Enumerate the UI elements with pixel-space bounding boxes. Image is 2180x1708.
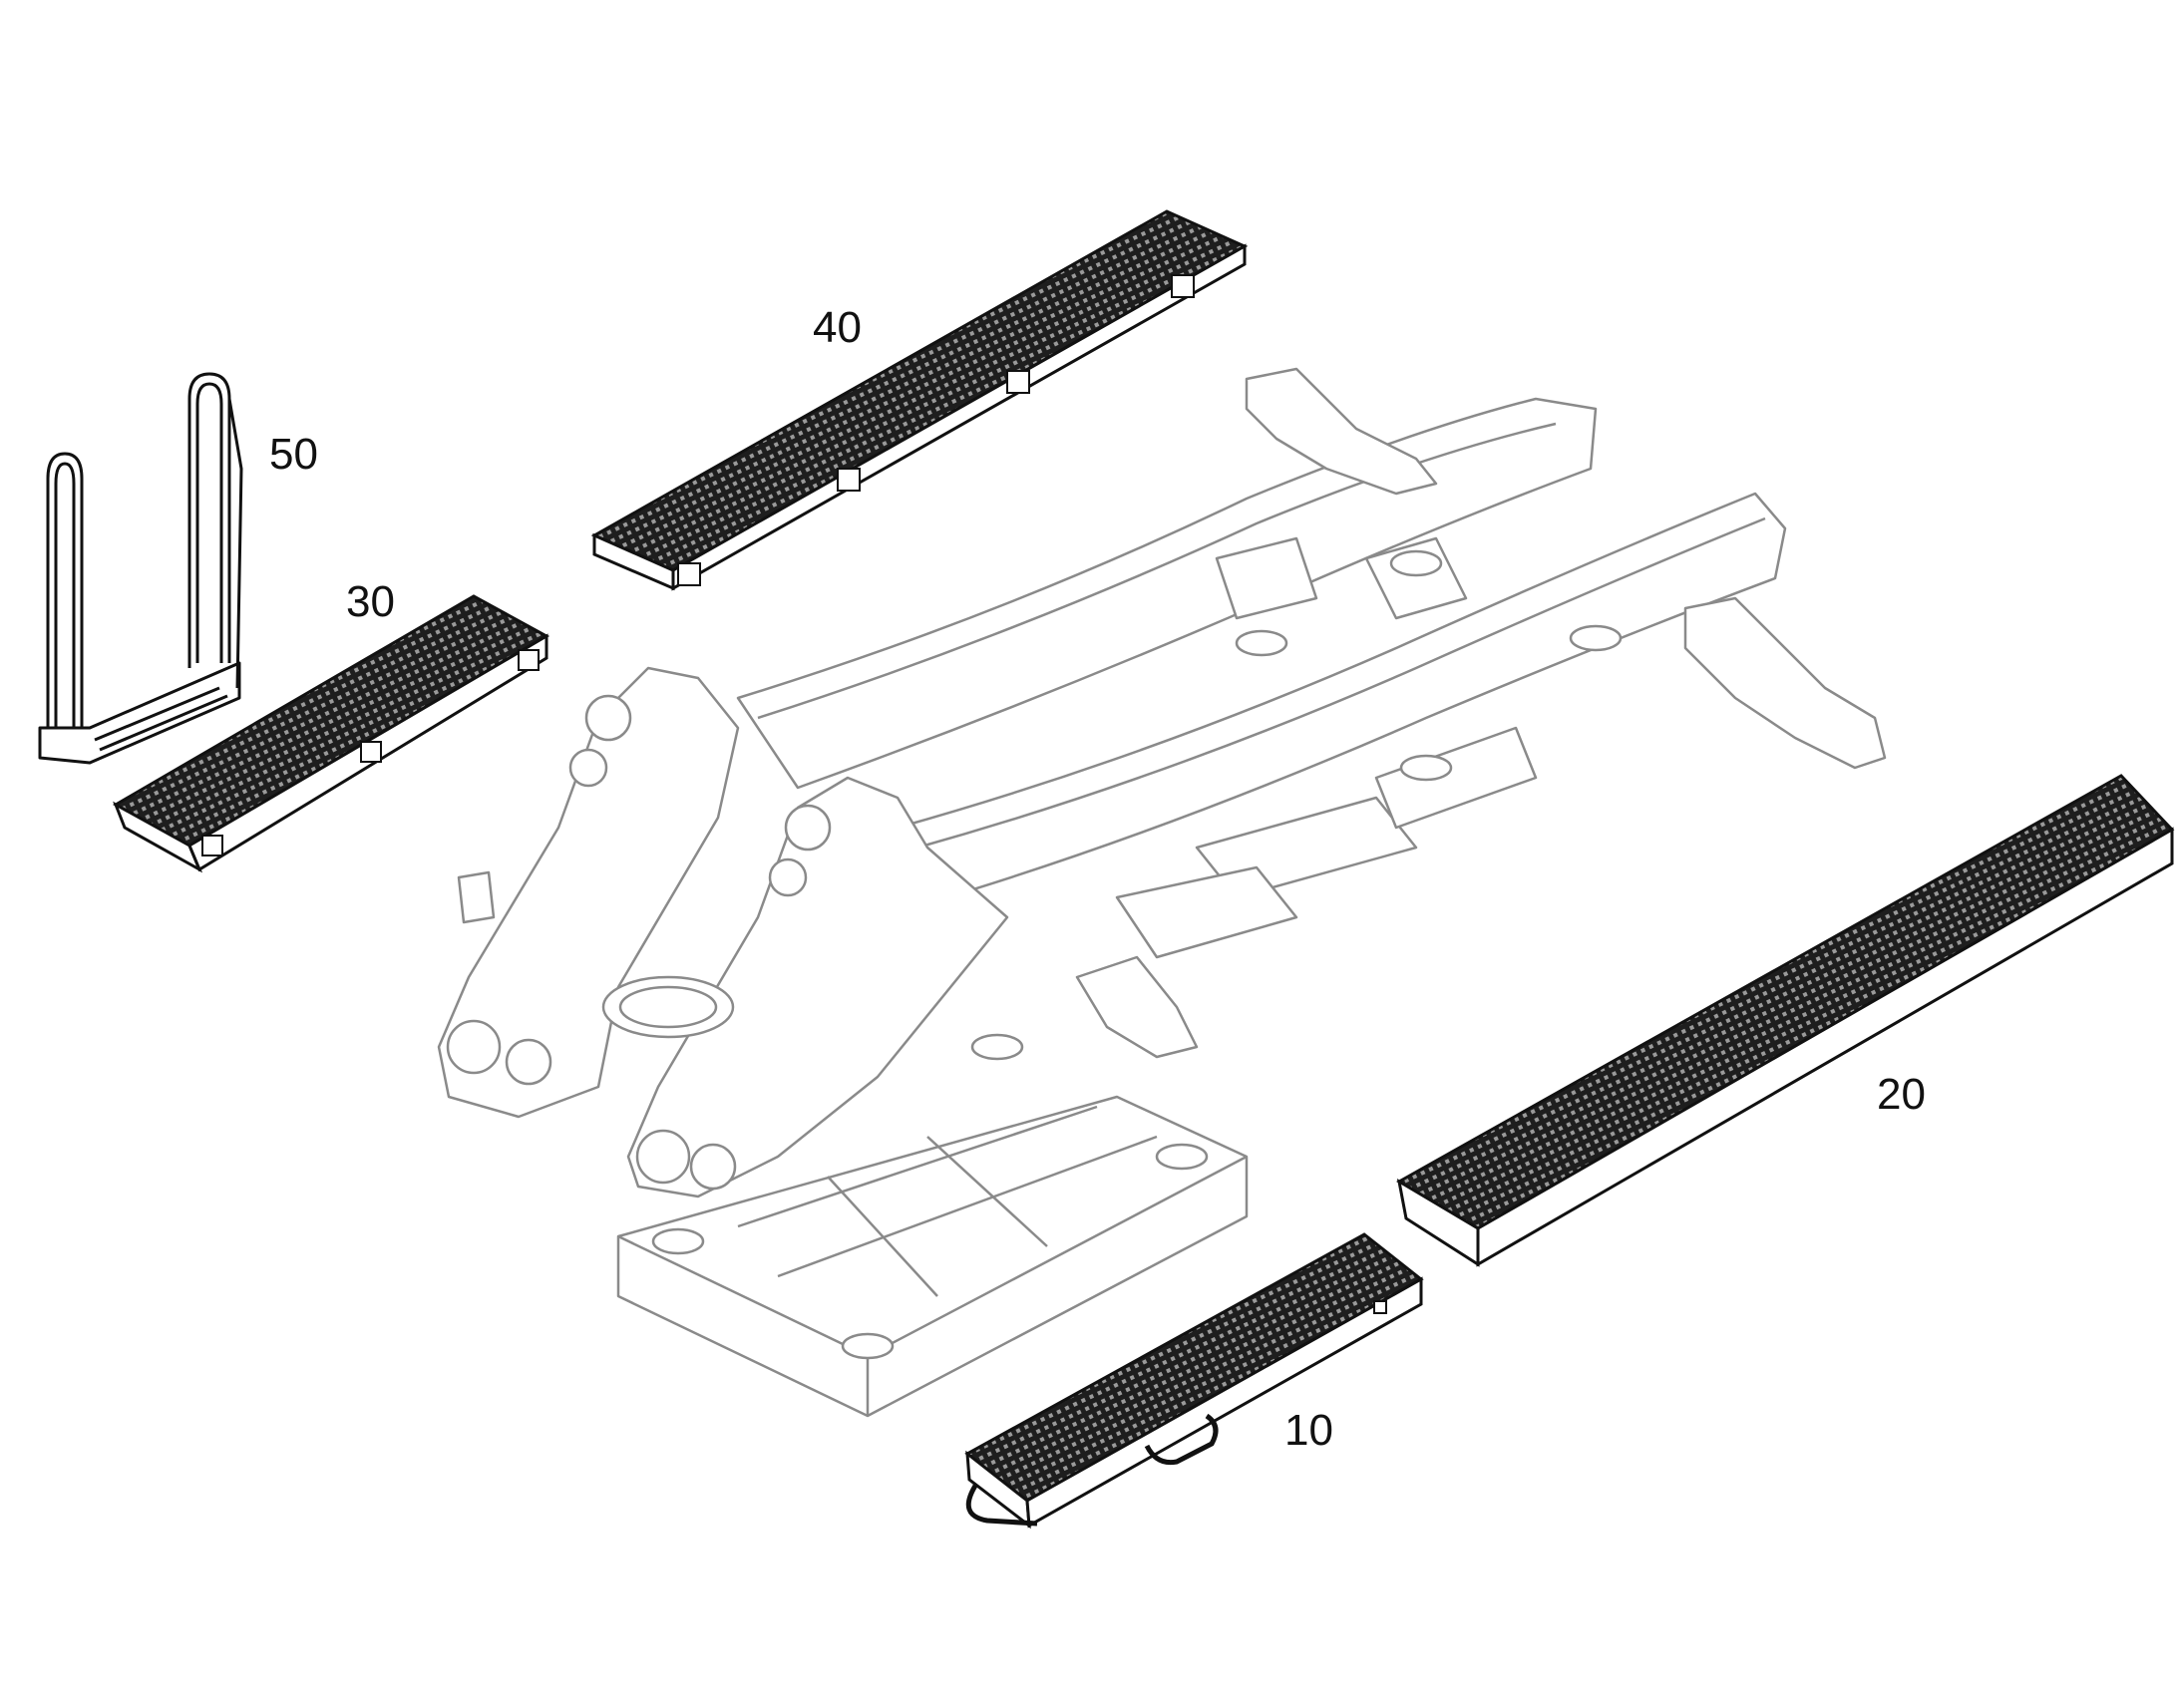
callout-label-40: 40 — [813, 303, 862, 352]
callout-label-10: 10 — [1284, 1406, 1333, 1455]
part-20-step — [1396, 774, 2175, 1267]
machine-frame — [437, 367, 1887, 1418]
part-50-handrail — [38, 372, 243, 765]
frame-rear-right-outrigger — [1683, 596, 1887, 770]
part-40-step — [590, 209, 1249, 591]
frame-right-rail — [896, 492, 1787, 899]
part-10-step — [964, 1232, 1424, 1530]
front-base-box — [616, 1095, 1249, 1418]
boom-tower-right — [626, 776, 1009, 1198]
frame-rear-left-outrigger — [1245, 367, 1438, 496]
frame-left-rail — [736, 397, 1598, 790]
callout-label-20: 20 — [1877, 1070, 1926, 1119]
callout-label-30: 30 — [346, 577, 395, 626]
part-30-step — [112, 594, 550, 873]
boom-tower-left — [437, 666, 740, 1119]
callout-label-50: 50 — [269, 430, 318, 479]
